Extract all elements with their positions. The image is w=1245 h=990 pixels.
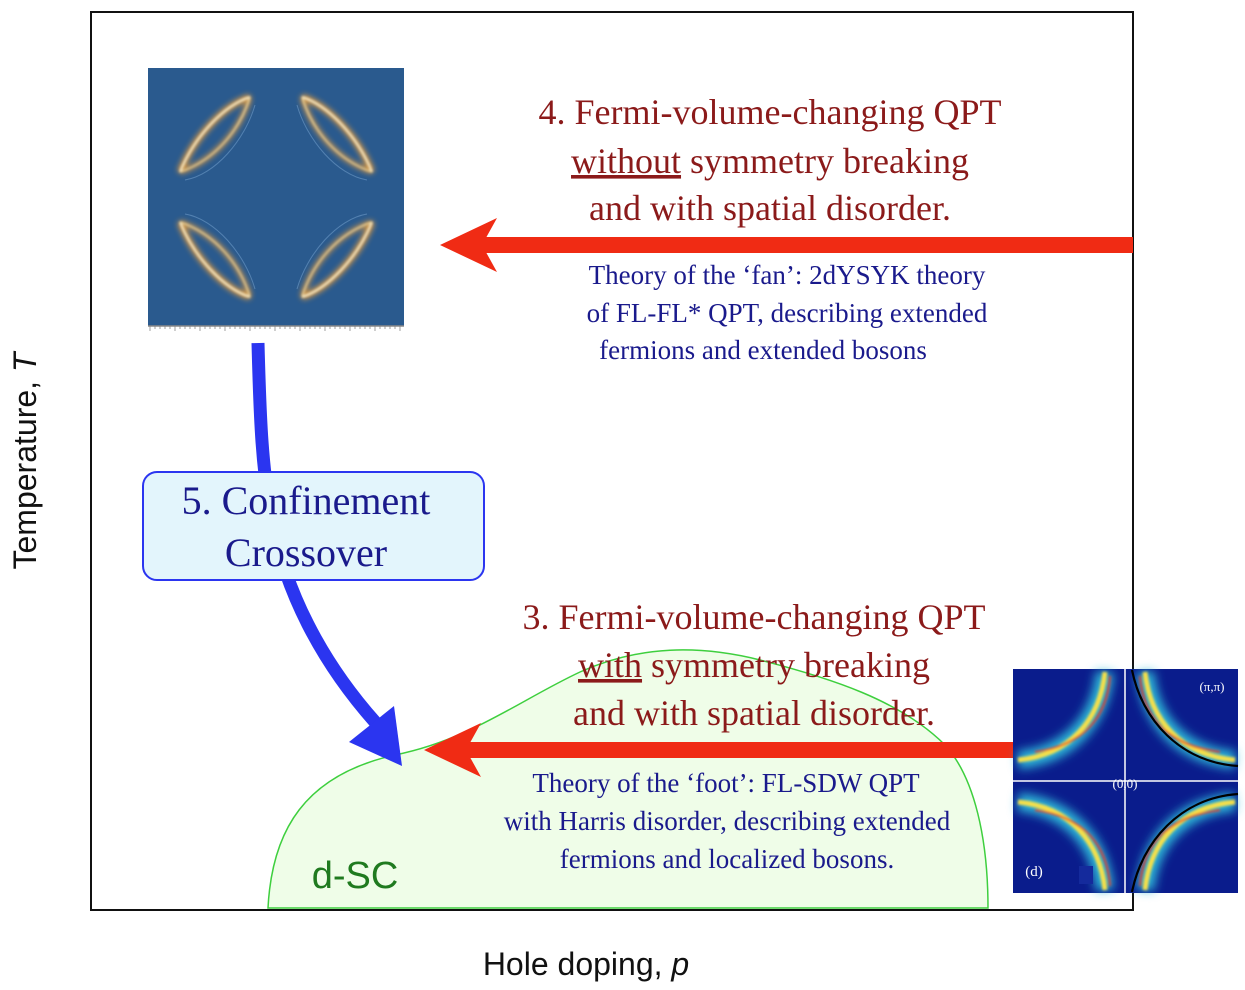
fan-arrow-shaft [478,237,1133,253]
inset-corner-label: (π,π) [1199,679,1224,694]
y-axis-label: Temperature, T [7,350,43,569]
inset-center-label: (0,0) [1113,776,1138,791]
top-theory-label: Theory of the ‘fan’: 2dYSYK theory of FL… [587,260,988,365]
top-transition-line3: and with spatial disorder. [589,188,951,228]
top-transition-line2-rest: symmetry breaking [681,141,969,181]
bottom-theory-line1: Theory of the ‘foot’: FL-SDW QPT [532,768,920,798]
top-transition-label: 4. Fermi-volume-changing QPT without sym… [539,92,1002,228]
foot-arrow-shaft [462,742,1014,758]
d-sc-label: d-SC [312,855,399,897]
bottom-theory-line3: fermions and localized bosons. [560,844,894,874]
top-theory-line2: of FL-FL* QPT, describing extended [587,298,988,328]
fan-arrow-head [440,218,497,272]
bottom-transition-line3: and with spatial disorder. [573,693,935,733]
bottom-transition-line2-rest: symmetry breaking [642,645,930,685]
confinement-arrowhead [349,706,402,766]
top-theory-line3: fermions and extended bosons [599,335,927,365]
bottom-transition-line1: 3. Fermi-volume-changing QPT [523,597,986,637]
top-theory-line1: Theory of the ‘fan’: 2dYSYK theory [589,260,986,290]
top-transition-emphasis: without [571,141,681,181]
crossover-line2: Crossover [225,530,387,575]
bottom-transition-label: 3. Fermi-volume-changing QPT with symmet… [523,597,986,733]
x-axis-label: Hole doping, p [483,946,689,982]
foot-arrow-head [424,723,481,777]
inset-panel-label: (d) [1025,864,1043,880]
crossover-line1: 5. Confinement [182,478,431,523]
bottom-transition-line2: with symmetry breaking [578,645,930,685]
fermi-surface-foot-image: (π,π) (0,0) (d) [1013,669,1239,893]
bottom-theory-line2: with Harris disorder, describing extende… [504,806,951,836]
top-transition-line1: 4. Fermi-volume-changing QPT [539,92,1002,132]
crossover-box: 5. Confinement Crossover [142,471,485,581]
bottom-transition-emphasis: with [578,645,642,685]
bottom-theory-label: Theory of the ‘foot’: FL-SDW QPT with Ha… [504,768,951,874]
fermi-surface-fan-image [148,68,404,331]
top-transition-line2: without symmetry breaking [571,141,969,181]
d-sc-dome [267,649,989,909]
